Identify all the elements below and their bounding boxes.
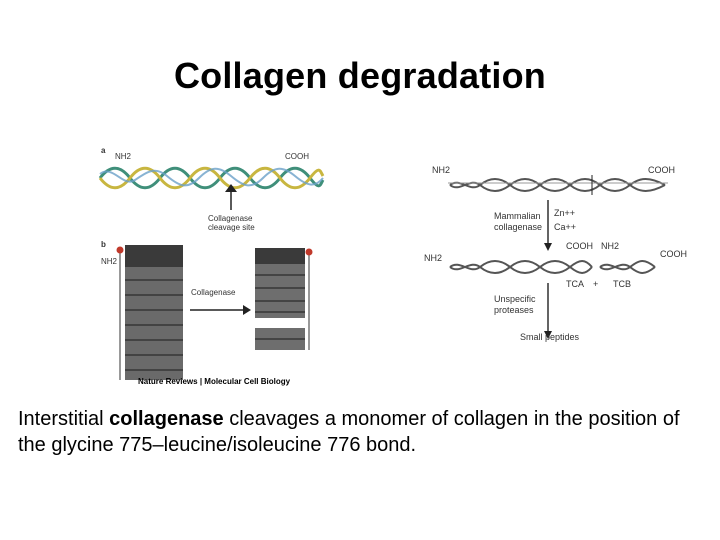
cooh-label: COOH bbox=[285, 152, 309, 161]
nh2-mid-label: NH2 bbox=[424, 253, 442, 263]
cleavage-label-line2: cleavage site bbox=[208, 223, 255, 232]
fragment-tcb-helix bbox=[600, 261, 655, 273]
slide-caption: Interstitial collagenase cleavages a mon… bbox=[18, 406, 708, 458]
intact-collagen-helix bbox=[448, 179, 668, 191]
panel-b-label: b bbox=[101, 240, 106, 249]
triple-helix-figure bbox=[95, 140, 325, 390]
proteases-label-line1: Unspecific bbox=[494, 294, 536, 304]
panel-a-label: a bbox=[101, 146, 105, 155]
nh2-mid-right-label: NH2 bbox=[601, 241, 619, 251]
pathway-diagram bbox=[420, 155, 700, 355]
plus-sign: + bbox=[593, 279, 598, 289]
cooh-mid-left-label: COOH bbox=[566, 241, 593, 251]
slide-title: Collagen degradation bbox=[0, 55, 720, 97]
zinc-label: Zn++ bbox=[554, 208, 575, 218]
calcium-label: Ca++ bbox=[554, 222, 576, 232]
figure-collagenase-cleavage: a NH2 COOH Collagenase cleavage site b N… bbox=[95, 140, 325, 390]
nh2-top-label: NH2 bbox=[432, 165, 450, 175]
cleavage-label-line1: Collagenase bbox=[208, 214, 252, 223]
cooh-top-label: COOH bbox=[648, 165, 675, 175]
tca-label: TCA bbox=[566, 279, 584, 289]
figure-credit: Nature Reviews | Molecular Cell Biology bbox=[138, 377, 290, 386]
figure-degradation-pathway: NH2 COOH Mammalian collagenase Zn++ Ca++… bbox=[420, 155, 700, 355]
nh2-label: NH2 bbox=[115, 152, 131, 161]
fragment-tca-helix bbox=[450, 261, 592, 273]
enzyme-label-line1: Mammalian bbox=[494, 211, 541, 221]
proteases-label-line2: proteases bbox=[494, 305, 534, 315]
collagen-triple-helix bbox=[100, 168, 323, 188]
cooh-mid-label: COOH bbox=[660, 249, 687, 259]
caption-emphasis: collagenase bbox=[109, 408, 224, 430]
nh2-b-label: NH2 bbox=[101, 257, 117, 266]
enzyme-label-line2: collagenase bbox=[494, 222, 542, 232]
collagenase-b-label: Collagenase bbox=[191, 288, 235, 297]
tcb-label: TCB bbox=[613, 279, 631, 289]
small-peptides-label: Small peptides bbox=[520, 332, 579, 342]
